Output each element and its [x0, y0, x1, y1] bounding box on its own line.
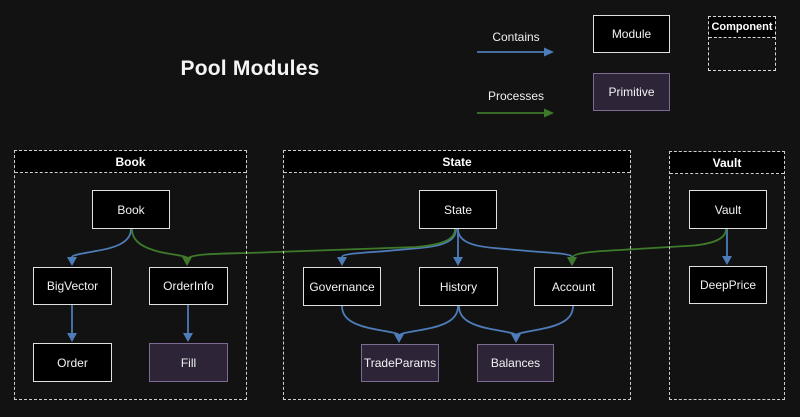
- node-fill: Fill: [149, 343, 228, 382]
- container-state-header: State: [284, 151, 630, 173]
- legend-contains-label: Contains: [492, 30, 540, 44]
- node-history: History: [419, 267, 498, 306]
- legend-component-label: Component: [709, 17, 775, 38]
- legend-contains-arrow: [477, 47, 554, 57]
- container-state: State: [283, 150, 631, 400]
- legend-component-box: Component: [708, 16, 776, 71]
- legend-processes-arrow: [477, 108, 554, 118]
- legend-primitive-label: Primitive: [608, 85, 655, 99]
- node-orderinfo: OrderInfo: [149, 267, 228, 305]
- node-bigvector: BigVector: [33, 267, 112, 305]
- node-governance: Governance: [303, 267, 381, 306]
- container-vault: Vault: [669, 151, 785, 400]
- legend-processes-label: Processes: [487, 89, 545, 103]
- node-order: Order: [33, 343, 112, 382]
- legend-module-box: Module: [593, 15, 670, 53]
- container-book-header: Book: [15, 151, 246, 173]
- node-deepprice: DeepPrice: [689, 266, 767, 304]
- node-account: Account: [534, 267, 613, 306]
- node-book: Book: [92, 190, 170, 229]
- legend-module-label: Module: [611, 27, 652, 41]
- container-vault-header: Vault: [670, 152, 784, 174]
- container-book: Book: [14, 150, 247, 400]
- page-title: Pool Modules: [180, 57, 320, 80]
- node-vault: Vault: [689, 190, 767, 229]
- legend-primitive-box: Primitive: [593, 73, 670, 111]
- node-state: State: [419, 190, 497, 229]
- node-balances: Balances: [477, 344, 554, 382]
- node-tradeparams: TradeParams: [361, 344, 439, 382]
